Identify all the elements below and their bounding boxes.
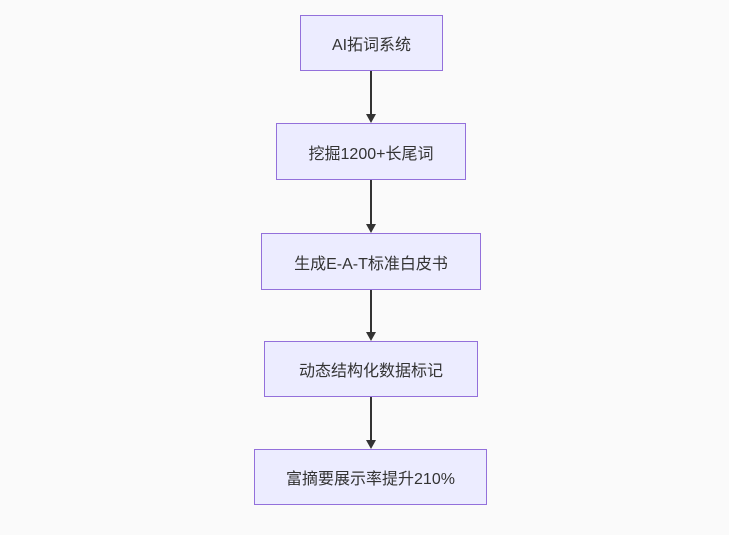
arrow-shaft [370,290,372,333]
arrow-shaft [370,397,372,441]
flow-node-generate-eat-whitepaper: 生成E-A-T标准白皮书 [261,233,481,290]
node-label: 富摘要展示率提升210% [286,471,455,488]
flow-node-mine-longtail-keywords: 挖掘1200+长尾词 [276,123,466,180]
node-label: 动态结构化数据标记 [298,363,443,380]
flow-node-dynamic-structured-data-markup: 动态结构化数据标记 [264,341,478,397]
flow-node-ai-word-expansion-system: AI拓词系统 [300,15,443,71]
node-label: 生成E-A-T标准白皮书 [294,255,448,273]
flow-arrow-4 [365,397,377,449]
node-label: AI拓词系统 [331,37,412,54]
arrow-shaft [370,71,372,115]
arrowhead-down-icon [366,224,376,233]
flow-arrow-2 [365,180,377,233]
flow-arrow-3 [365,290,377,341]
arrowhead-down-icon [366,114,376,123]
arrow-shaft [370,180,372,225]
node-label: 挖掘1200+长尾词 [308,145,434,163]
arrowhead-down-icon [366,332,376,341]
flow-arrow-1 [365,71,377,123]
flow-node-rich-snippet-rate-increase: 富摘要展示率提升210% [254,449,487,505]
arrowhead-down-icon [366,440,376,449]
